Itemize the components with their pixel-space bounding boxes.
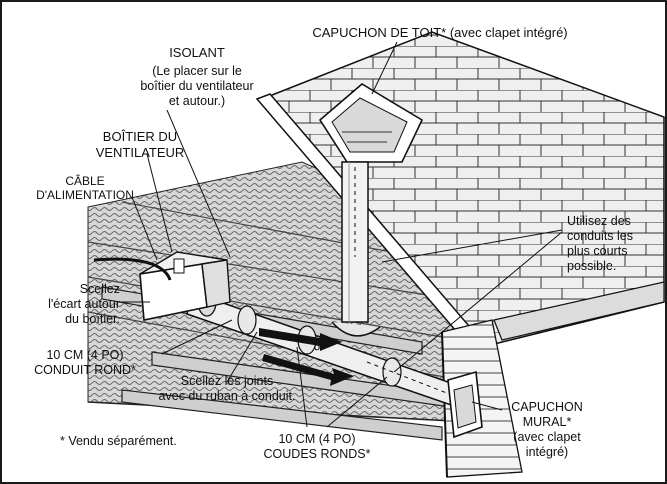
short-ducts-label-2: conduits les [567,229,634,243]
seal-gap-label-3: du boîtier. [65,312,120,326]
power-cable-label-2: D'ALIMENTATION [36,188,134,202]
short-ducts-label-4: possible. [567,259,617,273]
power-cable-label-1: CÂBLE [65,174,105,188]
sold-separately-note: * Vendu séparément. [60,434,177,448]
short-ducts-label-1: Utilisez des [567,214,631,228]
fan-housing-label-2: VENTILATEUR [95,145,185,160]
round-duct-label-1: 10 CM (4 PO) [46,348,124,362]
insulation-note-2: boîtier du ventilateur [140,79,254,93]
power-cable [93,257,172,281]
short-ducts-label-3: plus courts [567,244,628,258]
elbows-label-1: 10 CM (4 PO) [278,432,356,446]
wall-cap-label-2: MURAL* [522,415,572,429]
wall-cap-label-1: CAPUCHON [511,400,583,414]
seal-gap-label-2: l'écart autour [48,297,120,311]
arrow-icon [259,328,354,386]
exterior-wall [441,319,523,478]
roof-cap-icon [318,83,424,163]
insulation-note-1: (Le placer sur le [152,64,242,78]
fan-housing-label-1: BOÎTIER DU [102,129,178,144]
seal-gap-label-1: Scellez [79,282,120,296]
vertical-duct [331,161,381,337]
wall-cap-icon [447,370,483,439]
elbows-label-2: COUDES RONDS* [263,447,371,461]
insulation-note-3: et autour.) [168,94,226,108]
leader-lines [120,41,563,428]
insulation-title: ISOLANT [169,45,225,60]
wall-cap-label-4: intégré) [525,445,569,459]
seal-joints-label-1: Scellez les joints [180,374,274,388]
round-duct-label-2: CONDUIT ROND* [34,363,136,377]
seal-joints-label-2: avec du ruban à conduit. [158,389,296,403]
roof-cap-label: CAPUCHON DE TOIT* (avec clapet intégré) [312,25,568,40]
wall-cap-label-3: (avec clapet [513,430,581,444]
